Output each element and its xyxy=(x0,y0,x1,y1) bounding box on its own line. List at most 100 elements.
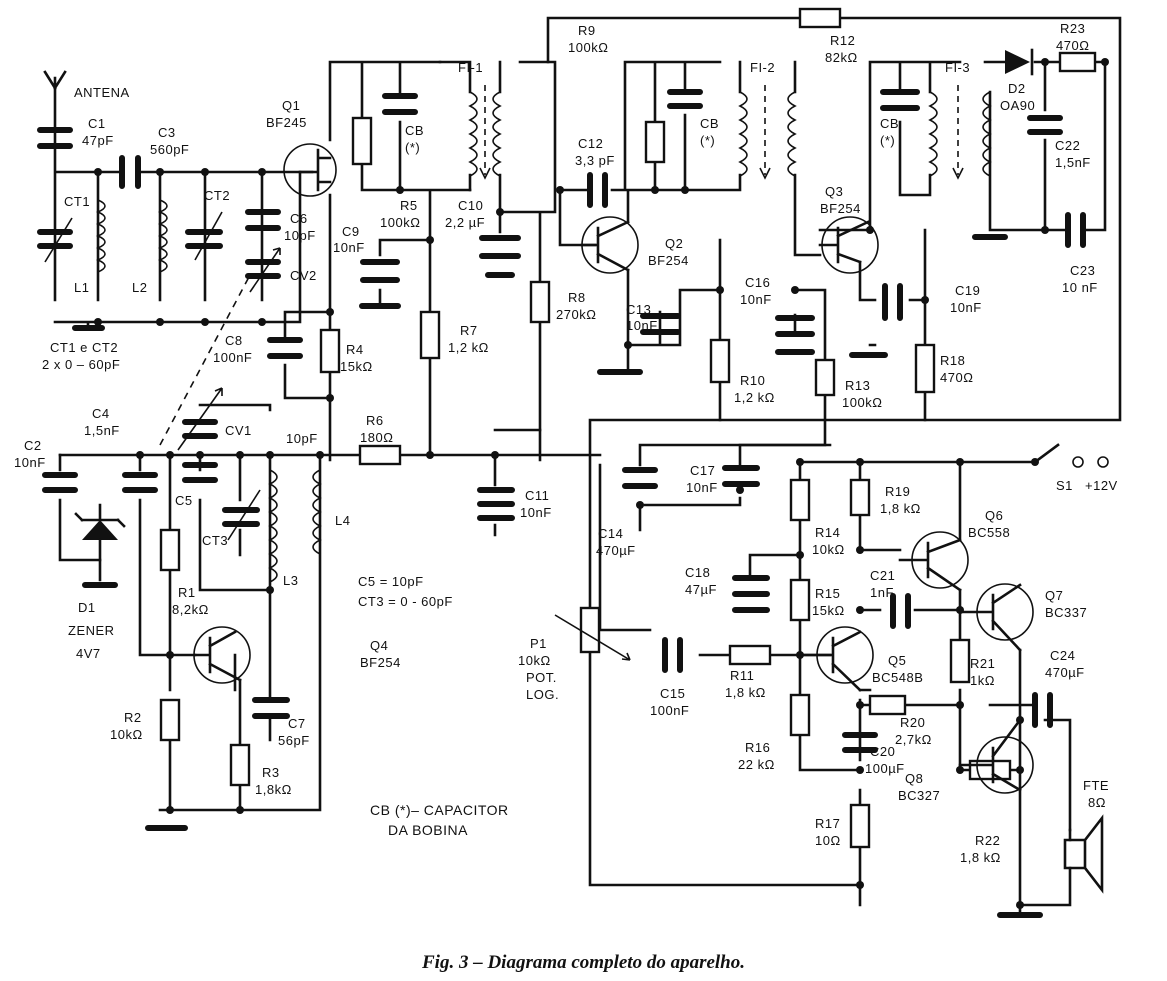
label: 560pF xyxy=(150,142,189,157)
label: 10nF xyxy=(14,455,46,470)
resistor-r1 xyxy=(159,528,181,572)
label: Q5 xyxy=(888,653,906,668)
label: D2 xyxy=(1008,81,1026,96)
label: C14 xyxy=(598,526,623,541)
label: CV1 xyxy=(225,423,252,438)
label: FI-2 xyxy=(750,60,775,75)
label: BC337 xyxy=(1045,605,1087,620)
resistor-r3 xyxy=(229,743,251,787)
zener-d1 xyxy=(82,520,118,540)
resistor-r12 xyxy=(798,7,842,29)
label: 82kΩ xyxy=(825,50,858,65)
resistor-r20 xyxy=(868,694,907,716)
label: C17 xyxy=(690,463,715,478)
capacitor-c23 xyxy=(1065,212,1086,248)
resistors xyxy=(159,7,1097,849)
label: C2 xyxy=(24,438,42,453)
resistor-r4 xyxy=(319,328,341,374)
label: C21 xyxy=(870,568,895,583)
label: CT3 = 0 - 60pF xyxy=(358,594,453,609)
label: CT1 e CT2 xyxy=(50,340,118,355)
label: (*) xyxy=(405,140,420,155)
label: 10nF xyxy=(740,292,772,307)
capacitor-c1 xyxy=(37,127,73,149)
label: R11 xyxy=(730,668,754,683)
resistor-r13 xyxy=(814,358,836,397)
label: 10pF xyxy=(284,228,316,243)
label: 1,8 kΩ xyxy=(880,501,921,516)
label: 100kΩ xyxy=(380,215,420,230)
label: Q8 xyxy=(905,771,923,786)
label: C8 xyxy=(225,333,243,348)
label: C12 xyxy=(578,136,603,151)
schematic-diagram: ANTENA C1 47pF C3 560pF CT1 CT2 L1 L2 CT… xyxy=(14,7,1122,918)
label: 180Ω xyxy=(360,430,393,445)
capacitor-c18 xyxy=(732,575,770,613)
resistor-r8 xyxy=(529,280,551,324)
label: BF254 xyxy=(360,655,401,670)
capacitor-cb1 xyxy=(382,93,418,115)
label: C22 xyxy=(1055,138,1080,153)
capacitor-c2 xyxy=(42,472,78,493)
label: 100kΩ xyxy=(568,40,608,55)
label: C18 xyxy=(685,565,710,580)
label: R17 xyxy=(815,816,840,831)
capacitor-cb2 xyxy=(667,89,703,109)
label: 4V7 xyxy=(76,646,101,661)
speaker-icon xyxy=(1063,814,1104,894)
resistor-r2 xyxy=(159,698,181,742)
label: 1kΩ xyxy=(970,673,995,688)
label: R15 xyxy=(815,586,840,601)
capacitor-c14 xyxy=(622,467,658,489)
capacitor-c21 xyxy=(890,593,911,629)
label: L1 xyxy=(74,280,89,295)
label: Q7 xyxy=(1045,588,1063,603)
label: P1 xyxy=(530,636,547,651)
label: DA BOBINA xyxy=(388,822,468,838)
label: FTE xyxy=(1083,778,1109,793)
label: (*) xyxy=(880,133,895,148)
resistor-r23 xyxy=(1058,51,1097,73)
label: 270kΩ xyxy=(556,307,596,322)
resistor-r10 xyxy=(709,338,731,384)
resistor-r16 xyxy=(789,693,811,737)
diode-d2 xyxy=(1005,50,1030,74)
label: CB (*)– CAPACITOR xyxy=(370,802,509,818)
label: 1,8 kΩ xyxy=(725,685,766,700)
label: 15kΩ xyxy=(340,359,373,374)
label: 470Ω xyxy=(940,370,973,385)
label: Q3 xyxy=(825,184,843,199)
label: BF254 xyxy=(648,253,689,268)
label: C11 xyxy=(525,488,549,503)
label: POT. xyxy=(526,670,557,685)
label: Q2 xyxy=(665,236,683,251)
label: L3 xyxy=(283,573,298,588)
resistor-r5 xyxy=(351,116,373,166)
resistor-r19 xyxy=(849,478,871,517)
capacitor-cv2 xyxy=(245,259,281,279)
capacitor-c20 xyxy=(842,732,878,753)
label: FI-1 xyxy=(458,60,483,75)
label: 56pF xyxy=(278,733,310,748)
label: CT2 xyxy=(204,188,230,203)
capacitor-c22 xyxy=(1027,115,1063,135)
capacitor-c11 xyxy=(477,487,515,521)
label: R5 xyxy=(400,198,418,213)
label: C23 xyxy=(1070,263,1095,278)
label: 47pF xyxy=(82,133,114,148)
label: OA90 xyxy=(1000,98,1035,113)
ground-icon xyxy=(72,234,1043,918)
label: 10nF xyxy=(520,505,552,520)
resistor-r17 xyxy=(849,803,871,849)
capacitor-c9 xyxy=(360,259,400,283)
label: 10nF xyxy=(686,480,718,495)
label: 10nF xyxy=(333,240,365,255)
capacitor-ct2 xyxy=(185,229,223,249)
label: CB xyxy=(880,116,899,131)
capacitor-c19 xyxy=(882,283,903,321)
label: 10nF xyxy=(626,318,658,333)
label: 10kΩ xyxy=(812,542,845,557)
label: Q4 xyxy=(370,638,388,653)
label: S1 xyxy=(1056,478,1073,493)
capacitor-cb3 xyxy=(880,89,920,111)
